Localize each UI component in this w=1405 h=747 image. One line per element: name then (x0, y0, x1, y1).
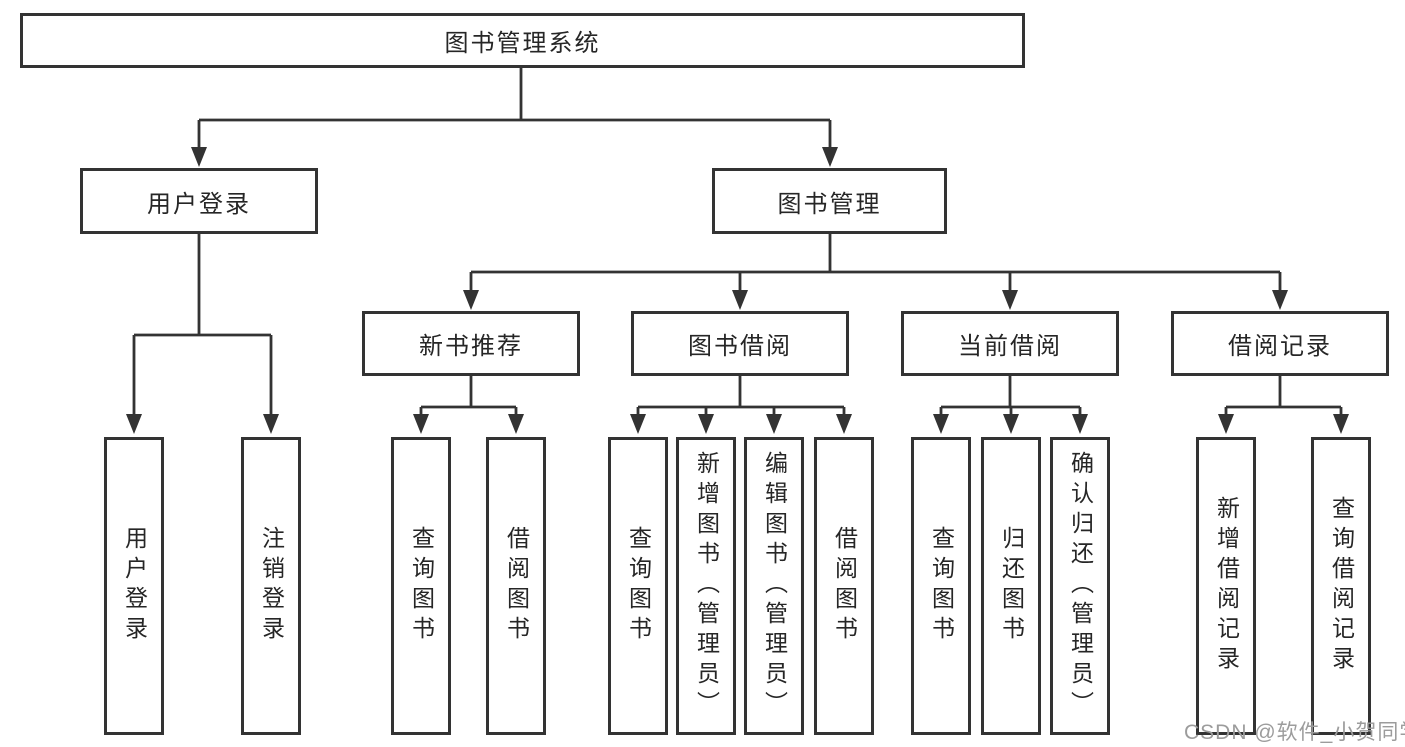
leaf-logout-login: 注销登录 (241, 437, 301, 735)
leaf-edit-books-admin-label: 编辑图书（管理员） (761, 451, 788, 721)
leaf-edit-books-admin: 编辑图书（管理员） (744, 437, 804, 735)
leaf-confirm-return-admin-label: 确认归还（管理员） (1067, 451, 1094, 721)
leaf-confirm-return-admin: 确认归还（管理员） (1050, 437, 1110, 735)
leaf-query-books-recommend-label: 查询图书 (408, 526, 435, 646)
leaf-return-books-label: 归还图书 (998, 526, 1025, 646)
leaf-borrow-books: 借阅图书 (814, 437, 874, 735)
node-book-management: 图书管理 (712, 168, 947, 234)
leaf-query-borrow-record-label: 查询借阅记录 (1328, 496, 1355, 676)
leaf-add-books-admin: 新增图书（管理员） (676, 437, 736, 735)
leaf-query-books-borrowing-label: 查询图书 (625, 526, 652, 646)
leaf-borrow-books-recommend-label: 借阅图书 (503, 526, 530, 646)
leaf-query-books-recommend: 查询图书 (391, 437, 451, 735)
leaf-add-borrow-record-label: 新增借阅记录 (1213, 496, 1240, 676)
node-library-system: 图书管理系统 (20, 13, 1025, 68)
node-user-login: 用户登录 (80, 168, 318, 234)
node-new-book-recommendation: 新书推荐 (362, 311, 580, 376)
node-borrowing-records: 借阅记录 (1171, 311, 1389, 376)
leaf-add-books-admin-label: 新增图书（管理员） (693, 451, 720, 721)
leaf-query-books-current-label: 查询图书 (928, 526, 955, 646)
node-book-borrowing: 图书借阅 (631, 311, 849, 376)
csdn-watermark: CSDN @软件_小贺同学 (1184, 721, 1405, 744)
leaf-user-login: 用户登录 (104, 437, 164, 735)
leaf-logout-login-label: 注销登录 (258, 526, 285, 646)
leaf-query-books-borrowing: 查询图书 (608, 437, 668, 735)
node-current-borrowing: 当前借阅 (901, 311, 1119, 376)
leaf-query-borrow-record: 查询借阅记录 (1311, 437, 1371, 735)
leaf-return-books: 归还图书 (981, 437, 1041, 735)
leaf-user-login-label: 用户登录 (121, 526, 148, 646)
leaf-borrow-books-recommend: 借阅图书 (486, 437, 546, 735)
leaf-query-books-current: 查询图书 (911, 437, 971, 735)
leaf-borrow-books-label: 借阅图书 (831, 526, 858, 646)
leaf-add-borrow-record: 新增借阅记录 (1196, 437, 1256, 735)
